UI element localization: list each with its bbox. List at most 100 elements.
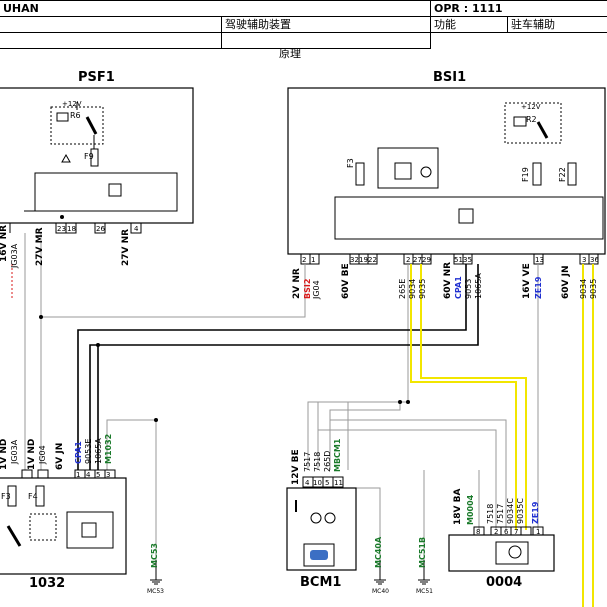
c1032-chip-icon [81,522,97,538]
c0004-signal-7518: 7518 [486,503,495,524]
bsi1-signal-265e: 265E [398,278,407,299]
bsi1-pin-number: 32 [350,256,359,264]
c1032-signal-jg03a: JG03A [10,439,19,464]
bsi1-pin-number: 51 [454,256,463,264]
wire-9034-yellow [410,264,517,530]
ground-mc53-icon [150,560,162,585]
psf1-relay-label: R6 [70,111,81,120]
bsi1-relay-coil [513,116,527,127]
bsi1-signal-9035-right: 9035 [589,278,598,299]
bsi1-signal-1065a: 1065A [474,273,483,299]
wire-9053-black [89,264,479,470]
psf1-pin-number: 4 [134,225,139,233]
bcm1-signal-7518: 7518 [313,451,322,472]
bcm1-pin-number: 10 [313,479,322,487]
bcm1-pin-number: 5 [325,479,330,487]
c0004-box [448,534,555,572]
psf1-chip-icon [108,183,122,197]
psf1-connector-16vnr: 16V NR [0,224,9,262]
psf1-signal-jg03a: JG03A [10,243,19,268]
psf1-connector-27vmr: 27V MR [35,227,45,266]
bsi1-inner-module [377,147,439,189]
c1032-connector-6vjn: 6V JN [55,442,65,470]
title-block: UHAN OPR : 1111 驾驶辅助装置 功能 驻车辅助 原理 [0,0,607,59]
c1032-title: 1032 [29,576,66,591]
c1032-pin-number: 4 [86,471,91,479]
ground-mc51-symbol-text: MC51 [416,588,434,595]
wire-265e-gray [307,264,409,470]
ground-mc51b-label: MC51B [418,536,427,568]
c1032-signal-m1032: M1032 [104,433,113,464]
c1032-connector-1vnd: 1V ND [0,438,9,470]
c0004-title: 0004 [486,575,523,590]
psf1-inner-module [34,172,178,212]
bsi1-fuse-f3-label: F3 [346,158,355,168]
c0004-pin-number: 7 [514,528,519,536]
c0004-signal-9034c: 9034C [506,498,515,524]
psf1-pin-number: 23 [57,225,66,233]
bsi1-pin-number: 3 [582,256,587,264]
gauge-icon [508,545,522,559]
c1032-signal-9053e: 9053E [84,438,93,464]
bsi1-chip-icon [394,162,412,180]
c0004-signal-7517: 7517 [496,503,505,524]
splice-dot [154,418,158,422]
bsi1-pin-number: 19 [359,256,368,264]
bsi1-pin-number: 36 [590,256,599,264]
bcm1-connector-12vbe: 12V BE [291,449,301,485]
c1032-signal-cpa1: CPA1 [74,441,83,464]
bsi1-relay-box [504,102,562,144]
bsi1-signal-ze19: ZE19 [534,276,543,299]
bcm1-signal-7517: 7517 [303,451,312,472]
bcm1-pin-cell [332,476,344,488]
bcm1-signal-mbcm1: MBCM1 [333,438,342,472]
psf1-pin-number: 26 [96,225,105,233]
c0004-display-frame [495,541,529,565]
ground-mc40a-label: MC40A [374,536,383,568]
bsi1-fuse-f19-label: F19 [521,167,530,182]
c1032-fuse-f4-label: F4 [28,492,38,501]
header-function-value: 驻车辅助 [507,16,607,33]
wire-7517-gray [329,410,507,530]
header-row3-left [0,32,431,49]
ground-mc40-symbol-text: MC40 [372,588,390,595]
wire-mc40a-gray [356,487,381,560]
psf1-fuse-label: F9 [84,152,94,161]
c0004-connector-18vba: 18V BA [453,488,463,525]
c0004-signal-ze19: ZE19 [531,501,540,524]
psf1-connector-27vnr: 27V NR [121,228,131,266]
bsi1-fuse-f3 [355,162,365,186]
c0004-pin-cell [520,526,532,536]
ground-mc53-symbol-text: MC53 [147,588,165,595]
splice-dot [96,343,100,347]
ground-mc51-icon [418,560,430,585]
psf1-box [0,87,194,224]
bcm1-car-icon-frame [303,543,335,567]
wire-7518b-gray [318,429,497,530]
psf1-diode-symbol [61,153,71,163]
wire-m1032-gray [106,419,157,560]
bsi1-signal-9053: 9053 [464,278,473,299]
bsi1-fuse-f22 [567,162,577,186]
bsi1-signal-9034-right: 9034 [579,278,588,299]
c0004-signal-m0004: M0004 [466,494,475,525]
c0004-signal-9035c: 9035C [516,498,525,524]
wire-9035-yellow [420,264,527,530]
bsi1-pin-cell [367,253,378,265]
ground-mc53-label: MC53 [150,543,159,568]
bsi1-pin-cell [309,253,320,265]
bcm1-signal-265d: 265D [323,450,332,472]
bcm1-switch-icon [310,512,322,524]
c0004-pin-number: 8 [476,528,481,536]
bsi1-connector-2vnr: 2V NR [292,268,302,299]
bcm1-switch-icon [324,512,336,524]
c0004-pin-number: 1 [536,528,541,536]
c1032-fuse-f3-label: F3 [1,492,11,501]
c1032-connector-1vnd-2: 1V ND [27,438,37,470]
c1032-box [0,477,127,575]
c1032-pin-cell [104,469,116,479]
psf1-title: PSF1 [78,70,115,85]
c0004-pin-cell [532,526,544,536]
bsi1-pin-number: 35 [463,256,472,264]
